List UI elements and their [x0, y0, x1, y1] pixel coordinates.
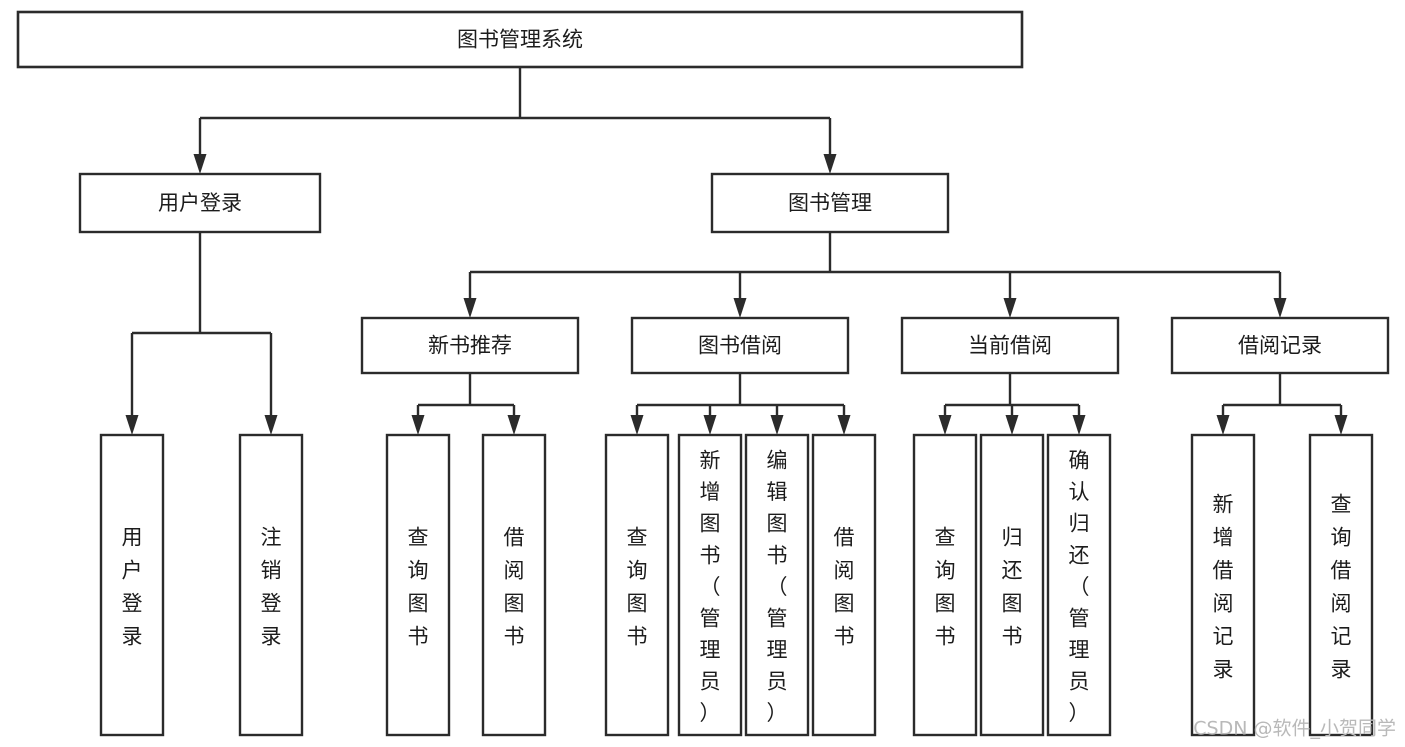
connector-book-management: [463, 232, 1287, 318]
arrow-head-icon: [193, 154, 207, 174]
node-leaf-query-book-current[interactable]: 查询图书: [912, 433, 978, 737]
arrow-head-icon: [823, 154, 837, 174]
node-label: 新书推荐: [428, 334, 512, 358]
arrow-head-icon: [1216, 415, 1230, 435]
watermark-layer: CSDN @软件_小贺同学: [1193, 718, 1396, 740]
node-label: 用户登录: [122, 526, 143, 649]
arrow-head-icon: [1072, 415, 1086, 435]
node-label: 查询借阅记录: [1331, 493, 1352, 682]
node-label: 注销登录: [261, 526, 282, 649]
node-label: 借阅记录: [1238, 334, 1322, 358]
node-box[interactable]: [1170, 316, 1390, 375]
node-box[interactable]: [360, 316, 580, 375]
node-box[interactable]: [979, 433, 1045, 737]
node-new-book-recommend[interactable]: 新书推荐: [360, 316, 580, 375]
connector-current-borrow: [938, 373, 1086, 435]
node-layer: 图书管理系统用户登录图书管理新书推荐图书借阅当前借阅借阅记录用户登录注销登录查询…: [16, 10, 1390, 737]
node-label: 借阅图书: [504, 526, 525, 649]
node-label: 查询图书: [935, 526, 956, 649]
node-book-management[interactable]: 图书管理: [710, 172, 950, 234]
node-leaf-confirm-return-admin[interactable]: 确认归还（管理员）: [1046, 433, 1112, 737]
node-box[interactable]: [78, 172, 322, 234]
node-leaf-add-book-admin[interactable]: 新增图书（管理员）: [677, 433, 743, 737]
node-leaf-borrow-book[interactable]: 借阅图书: [811, 433, 877, 737]
node-label: 归还图书: [1002, 526, 1023, 649]
node-leaf-edit-book-admin[interactable]: 编辑图书（管理员）: [744, 433, 810, 737]
node-root[interactable]: 图书管理系统: [16, 10, 1024, 69]
arrow-head-icon: [938, 415, 952, 435]
node-label: 用户登录: [158, 191, 242, 215]
node-box[interactable]: [1046, 433, 1112, 737]
node-leaf-add-borrow-record[interactable]: 新增借阅记录: [1190, 433, 1256, 737]
node-book-borrow[interactable]: 图书借阅: [630, 316, 850, 375]
node-leaf-borrow-book-recommend[interactable]: 借阅图书: [481, 433, 547, 737]
node-box[interactable]: [900, 316, 1120, 375]
node-leaf-user-login[interactable]: 用户登录: [99, 433, 165, 737]
node-label: 借阅图书: [834, 526, 855, 649]
connector-user-login: [125, 232, 278, 435]
connector-book-borrow: [630, 373, 851, 435]
node-borrow-record[interactable]: 借阅记录: [1170, 316, 1390, 375]
node-box[interactable]: [16, 10, 1024, 69]
connector-borrow-record: [1216, 373, 1348, 435]
arrow-head-icon: [630, 415, 644, 435]
arrow-head-icon: [1334, 415, 1348, 435]
arrow-head-icon: [770, 415, 784, 435]
node-box[interactable]: [710, 172, 950, 234]
node-box[interactable]: [677, 433, 743, 737]
node-label: 新增图书（管理员）: [700, 449, 721, 725]
arrow-head-icon: [837, 415, 851, 435]
arrow-head-icon: [1003, 298, 1017, 318]
node-box[interactable]: [99, 433, 165, 737]
arrow-head-icon: [264, 415, 278, 435]
arrow-head-icon: [733, 298, 747, 318]
node-box[interactable]: [238, 433, 304, 737]
node-box[interactable]: [744, 433, 810, 737]
node-box[interactable]: [811, 433, 877, 737]
node-label: 图书管理: [788, 191, 872, 215]
node-user-login[interactable]: 用户登录: [78, 172, 322, 234]
arrow-head-icon: [1005, 415, 1019, 435]
node-label: 查询图书: [627, 526, 648, 649]
connector-new-book-recommend: [411, 373, 521, 435]
node-box[interactable]: [1190, 433, 1256, 737]
node-label: 当前借阅: [968, 334, 1052, 358]
arrow-head-icon: [703, 415, 717, 435]
node-label: 查询图书: [408, 526, 429, 649]
arrow-head-icon: [125, 415, 139, 435]
watermark-label: CSDN @软件_小贺同学: [1193, 718, 1396, 740]
arrow-head-icon: [1273, 298, 1287, 318]
node-current-borrow[interactable]: 当前借阅: [900, 316, 1120, 375]
node-box[interactable]: [1308, 433, 1374, 737]
node-leaf-query-book-borrow[interactable]: 查询图书: [604, 433, 670, 737]
connector-root: [193, 67, 837, 174]
node-label: 确认归还（管理员）: [1069, 449, 1090, 725]
node-box[interactable]: [630, 316, 850, 375]
node-leaf-return-book[interactable]: 归还图书: [979, 433, 1045, 737]
node-label: 图书管理系统: [457, 28, 583, 52]
arrow-head-icon: [463, 298, 477, 318]
node-leaf-query-borrow-record[interactable]: 查询借阅记录: [1308, 433, 1374, 737]
node-label: 编辑图书（管理员）: [767, 449, 788, 725]
node-label: 图书借阅: [698, 334, 782, 358]
node-box[interactable]: [385, 433, 451, 737]
node-box[interactable]: [481, 433, 547, 737]
node-leaf-logout-login[interactable]: 注销登录: [238, 433, 304, 737]
node-box[interactable]: [604, 433, 670, 737]
node-leaf-query-book-recommend[interactable]: 查询图书: [385, 433, 451, 737]
arrow-head-icon: [411, 415, 425, 435]
arrow-head-icon: [507, 415, 521, 435]
connector-layer: [125, 67, 1348, 435]
node-label: 新增借阅记录: [1213, 493, 1234, 682]
node-box[interactable]: [912, 433, 978, 737]
